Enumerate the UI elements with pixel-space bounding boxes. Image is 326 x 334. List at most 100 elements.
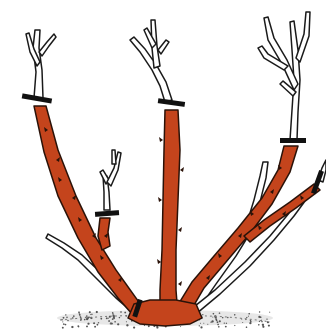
soil-speck xyxy=(65,324,67,326)
soil-speck xyxy=(67,320,68,321)
soil-speck xyxy=(65,314,66,315)
soil-speck xyxy=(213,313,215,315)
soil-speck xyxy=(249,322,251,324)
soil-speck xyxy=(63,323,65,325)
kept-cane-center xyxy=(160,110,180,316)
soil-speck xyxy=(72,317,74,319)
removed-tip-left xyxy=(26,30,56,98)
soil-speck xyxy=(218,326,220,328)
soil-speck xyxy=(202,314,203,315)
soil-speck xyxy=(259,321,260,322)
soil-speck xyxy=(124,312,126,314)
soil-speck xyxy=(217,321,219,323)
cut-mark-small-branch xyxy=(95,210,119,217)
soil-speck xyxy=(248,316,249,317)
soil-speck xyxy=(268,325,270,327)
soil-speck xyxy=(219,320,221,322)
soil-speck xyxy=(262,324,264,326)
soil-speck xyxy=(126,324,128,326)
soil-speck xyxy=(156,326,158,328)
soil-speck xyxy=(126,321,127,322)
kept-wood xyxy=(34,106,320,326)
soil-speck xyxy=(133,327,135,329)
soil-speck xyxy=(225,326,227,328)
thorn xyxy=(178,281,182,286)
soil-speck xyxy=(248,313,250,315)
soil-speck xyxy=(269,312,270,313)
soil-speck xyxy=(222,317,224,319)
soil-speck xyxy=(106,317,108,319)
soil-speck xyxy=(86,325,88,327)
soil-speck xyxy=(119,317,120,318)
soil-speck xyxy=(114,321,116,323)
soil-speck xyxy=(93,322,95,324)
soil-speck xyxy=(88,316,90,318)
thorn xyxy=(180,167,184,172)
soil-speck xyxy=(263,326,264,327)
soil-speck xyxy=(216,320,218,322)
removed-tip-right xyxy=(258,12,310,140)
soil-speck xyxy=(234,314,235,315)
soil-speck xyxy=(113,316,115,318)
soil-speck xyxy=(199,325,200,326)
soil-speck xyxy=(91,314,92,315)
thorn xyxy=(159,137,163,142)
soil-speck xyxy=(89,311,91,313)
soil-speck xyxy=(81,319,82,320)
soil-speck xyxy=(90,314,91,315)
soil-speck xyxy=(94,326,96,328)
soil-speck xyxy=(86,315,88,317)
soil-speck xyxy=(200,326,202,328)
soil-speck xyxy=(62,327,64,329)
soil-speck xyxy=(246,317,247,318)
soil-speck xyxy=(79,315,80,316)
soil-speck xyxy=(227,317,229,319)
soil-speck xyxy=(66,316,68,318)
soil-speck xyxy=(224,322,225,323)
thorn xyxy=(158,197,162,202)
soil-speck xyxy=(112,313,113,314)
soil-speck xyxy=(71,326,73,328)
removed-tip-small-branch xyxy=(100,150,121,210)
soil-speck xyxy=(96,311,98,313)
cut-mark-right xyxy=(280,138,306,143)
soil-speck xyxy=(259,311,260,312)
soil-speck xyxy=(234,325,235,326)
thorn xyxy=(157,259,161,264)
soil-speck xyxy=(108,318,109,319)
soil-speck xyxy=(73,315,75,317)
soil-speck xyxy=(78,326,79,327)
soil-speck xyxy=(219,312,221,314)
thorn xyxy=(178,227,182,232)
soil-speck xyxy=(148,325,150,327)
removed-tip-center xyxy=(130,20,172,102)
kept-cane-left xyxy=(34,106,146,314)
soil-speck xyxy=(120,311,122,313)
soil-speck xyxy=(63,317,65,319)
soil-speck xyxy=(200,323,201,324)
soil-speck xyxy=(79,312,80,313)
soil-speck xyxy=(242,322,243,323)
soil-speck xyxy=(267,322,268,323)
soil-speck xyxy=(84,319,86,321)
soil-speck xyxy=(97,324,99,326)
soil-speck xyxy=(246,326,248,328)
soil-speck xyxy=(212,317,213,318)
soil-speck xyxy=(180,326,181,327)
soil-speck xyxy=(110,323,111,324)
soil-speck xyxy=(203,323,204,324)
soil-speck xyxy=(211,320,213,322)
soil-speck xyxy=(87,323,89,325)
soil-speck xyxy=(226,323,227,324)
soil-speck xyxy=(100,318,102,320)
soil-speck xyxy=(266,318,267,319)
soil-speck xyxy=(62,321,63,322)
soil-speck xyxy=(258,316,260,318)
soil-speck xyxy=(117,323,119,325)
soil-speck xyxy=(207,324,208,325)
soil-speck xyxy=(111,323,113,325)
soil-speck xyxy=(108,320,110,322)
soil-speck xyxy=(217,324,219,326)
